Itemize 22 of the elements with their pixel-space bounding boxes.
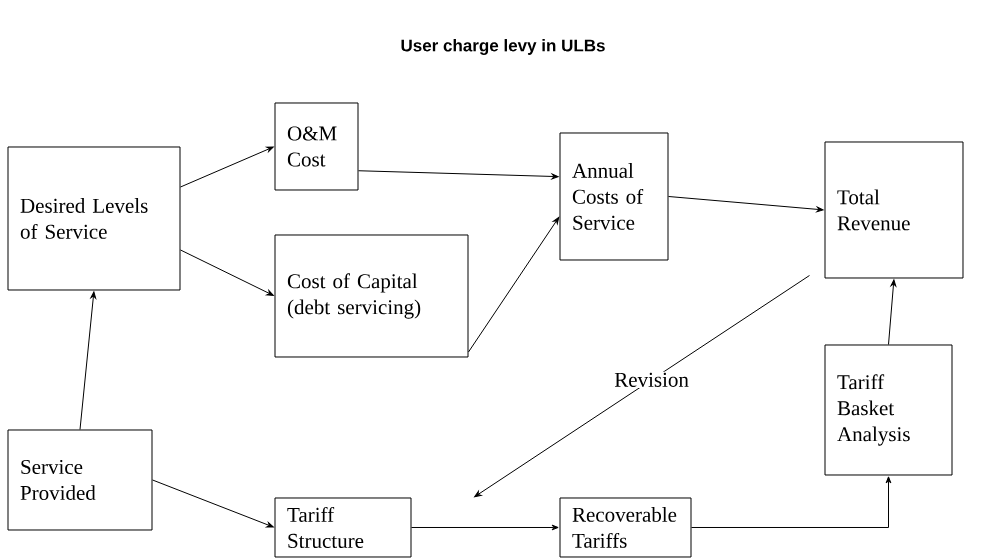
process-box: Cost of Capital (debt servicing) (274, 234, 469, 358)
arrow (474, 275, 810, 498)
process-box: Desired Levels of Service (7, 146, 181, 291)
arrow (180, 146, 274, 188)
process-box: O&M Cost (274, 102, 359, 191)
arrow (180, 249, 274, 296)
arrow (668, 196, 824, 213)
process-box: Tariff Structure (274, 497, 412, 558)
arrow (691, 476, 892, 528)
process-box: Service Provided (7, 429, 153, 531)
process-box: Total Revenue (824, 141, 964, 279)
arrow (79, 291, 97, 430)
arrow (358, 170, 559, 180)
arrow (888, 279, 897, 345)
process-box: Tariff Basket Analysis (824, 344, 953, 476)
arrow (152, 479, 274, 528)
arrow (411, 524, 559, 531)
title: User charge levy in ULBs (401, 39, 605, 55)
arrow (468, 216, 560, 353)
process-box: Recoverable Tariffs (559, 497, 692, 558)
process-box: Annual Costs of Service (559, 132, 669, 261)
edge-label: Revision (613, 371, 690, 388)
